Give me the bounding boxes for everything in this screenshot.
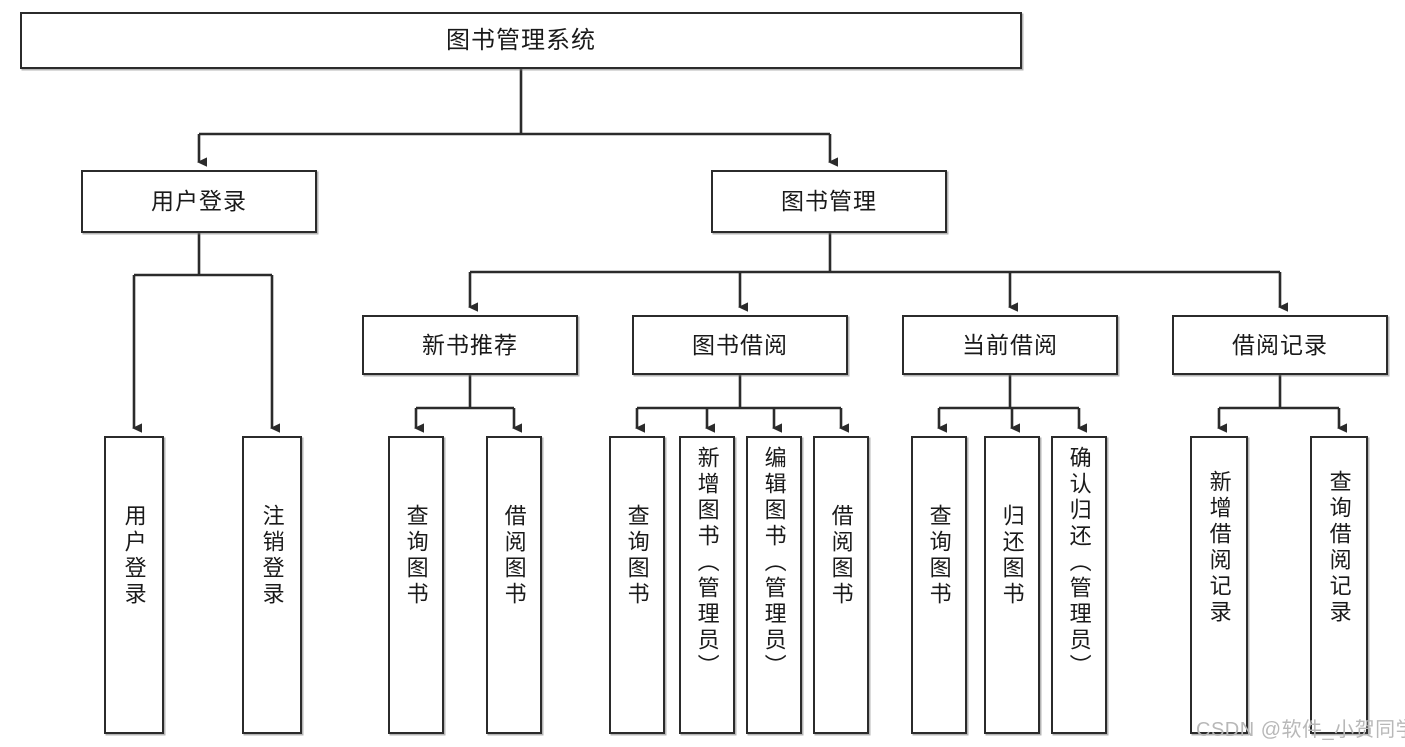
- leaf-node-label: 新增图书（管理员）: [694, 446, 720, 680]
- node-label: 用户登录: [151, 188, 247, 215]
- node-level3-book-borrow[interactable]: 图书借阅: [632, 315, 848, 375]
- node-level2-book-management[interactable]: 图书管理: [711, 170, 947, 233]
- leaf-node[interactable]: 用户登录: [104, 436, 164, 734]
- leaf-node[interactable]: 注销登录: [242, 436, 302, 734]
- node-label: 图书借阅: [692, 331, 788, 358]
- leaf-node[interactable]: 确认归还（管理员）: [1051, 436, 1107, 734]
- leaf-node-label: 注销登录: [259, 504, 285, 608]
- node-root[interactable]: 图书管理系统: [20, 12, 1022, 69]
- leaf-node[interactable]: 查询图书: [609, 436, 665, 734]
- leaf-node[interactable]: 新增借阅记录: [1190, 436, 1248, 734]
- node-level2-user-login[interactable]: 用户登录: [81, 170, 317, 233]
- watermark: CSDN @软件_小贺同学: [1196, 719, 1405, 741]
- node-level3-current-borrow[interactable]: 当前借阅: [902, 315, 1118, 375]
- node-label: 图书管理: [781, 188, 877, 215]
- leaf-node[interactable]: 查询图书: [388, 436, 444, 734]
- node-label: 新书推荐: [422, 331, 518, 358]
- node-level3-borrow-record[interactable]: 借阅记录: [1172, 315, 1388, 375]
- leaf-node[interactable]: 查询图书: [911, 436, 967, 734]
- leaf-node[interactable]: 归还图书: [984, 436, 1040, 734]
- leaf-node-label: 查询借阅记录: [1326, 470, 1352, 626]
- leaf-node-label: 确认归还（管理员）: [1066, 446, 1092, 680]
- leaf-node[interactable]: 查询借阅记录: [1310, 436, 1368, 734]
- node-root-label: 图书管理系统: [446, 26, 596, 54]
- leaf-node[interactable]: 编辑图书（管理员）: [746, 436, 802, 734]
- leaf-node-label: 查询图书: [926, 504, 952, 608]
- leaf-node-label: 新增借阅记录: [1206, 470, 1232, 626]
- leaf-node-label: 用户登录: [121, 504, 147, 608]
- leaf-node[interactable]: 借阅图书: [486, 436, 542, 734]
- node-level3-new-book-recommend[interactable]: 新书推荐: [362, 315, 578, 375]
- leaf-node-label: 借阅图书: [828, 504, 854, 608]
- leaf-node-label: 查询图书: [403, 504, 429, 608]
- leaf-node-label: 编辑图书（管理员）: [761, 446, 787, 680]
- leaf-node[interactable]: 新增图书（管理员）: [679, 436, 735, 734]
- leaf-node-label: 归还图书: [999, 504, 1025, 608]
- node-label: 借阅记录: [1232, 331, 1328, 358]
- node-label: 当前借阅: [962, 331, 1058, 358]
- leaf-node-label: 查询图书: [624, 504, 650, 608]
- leaf-node[interactable]: 借阅图书: [813, 436, 869, 734]
- leaf-node-label: 借阅图书: [501, 504, 527, 608]
